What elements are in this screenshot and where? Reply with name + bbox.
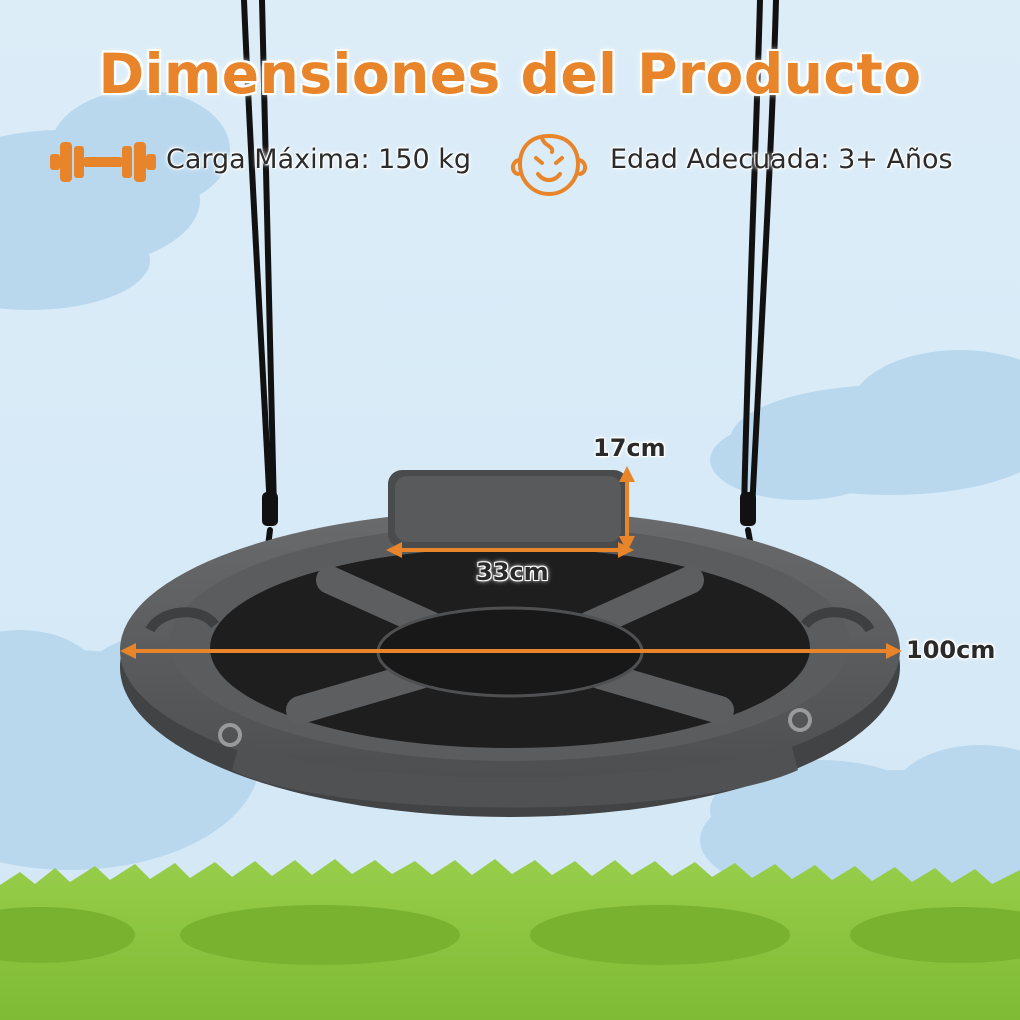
age-spec: Edad Adecuada: 3+ Años xyxy=(610,144,953,175)
max-load-spec: Carga Máxima: 150 kg xyxy=(166,144,472,175)
page-title: Dimensiones del Producto xyxy=(98,42,922,106)
dimension-arrows xyxy=(120,466,902,659)
baby-face-icon xyxy=(511,134,587,196)
diameter-label: 100cm xyxy=(906,636,996,664)
grass-patches xyxy=(0,905,1020,965)
height-label: 17cm xyxy=(593,434,666,462)
pillow-width-label: 33cm xyxy=(476,558,549,586)
grass-field xyxy=(0,859,1020,1020)
dumbbell-icon xyxy=(50,142,156,182)
swing-pillow xyxy=(388,470,628,548)
swing-seat xyxy=(120,510,900,817)
